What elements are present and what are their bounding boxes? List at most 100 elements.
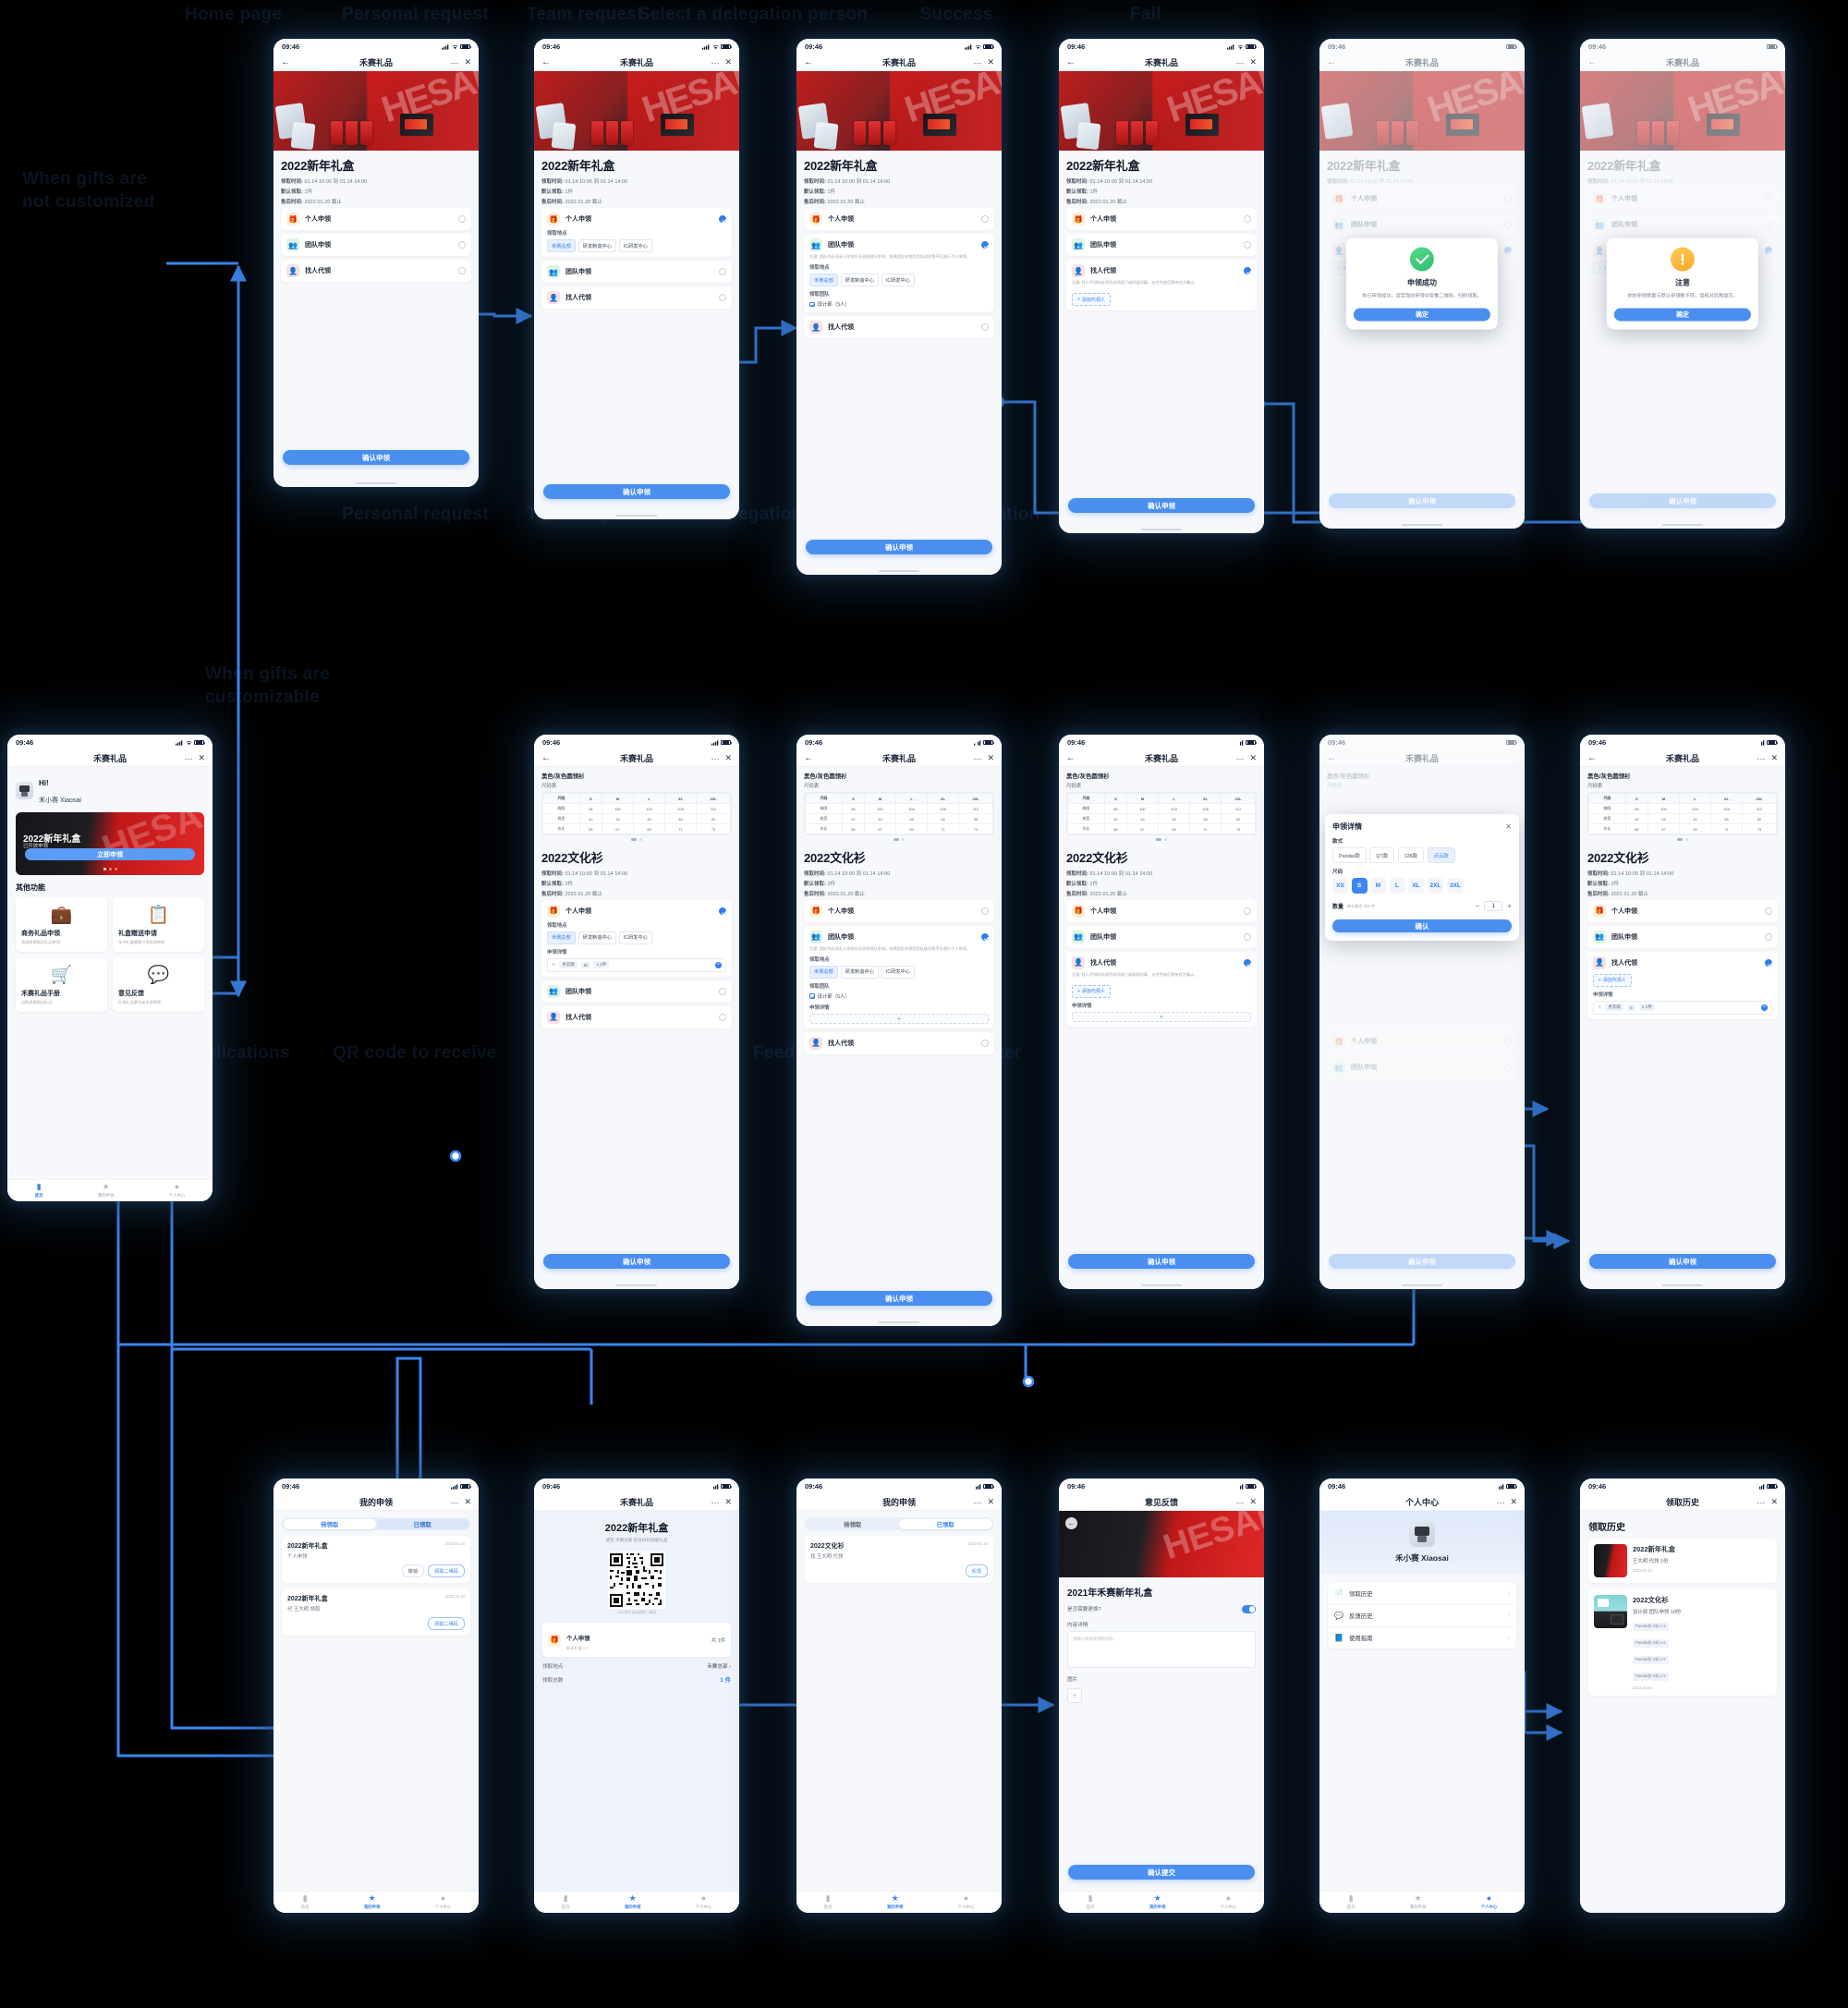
back-arrow-icon[interactable]: ← — [1327, 753, 1336, 763]
pickup-chip-rd[interactable]: 研发制造中心 — [840, 274, 879, 287]
feedback-textarea[interactable]: 请输入你想反馈的内容... — [1067, 1630, 1256, 1668]
more-icon[interactable]: ··· — [1235, 57, 1245, 67]
info-value[interactable]: 禾赛总部 › — [707, 1664, 731, 1671]
menu-item-claim-history[interactable]: 📄 领取历史 › — [1328, 1583, 1516, 1605]
option-proxy[interactable]: 👤 找人代领 注意: 找人代领时必须为非同部门或同组同事，支付完成后等待对方确认… — [1066, 951, 1257, 1027]
radio-proxy[interactable] — [719, 1013, 726, 1021]
radio-team[interactable] — [1244, 932, 1251, 941]
function-card-business-gift[interactable]: 💼 商务礼品申领 其他禾赛周边礼品申领 — [16, 897, 107, 952]
option-personal[interactable]: 🎁 个人申领 — [281, 208, 471, 230]
replace-toggle[interactable] — [1242, 1605, 1256, 1613]
radio-proxy[interactable] — [981, 323, 989, 332]
option-personal[interactable]: 🎁 个人申领 — [804, 899, 994, 922]
confirm-claim-button[interactable]: 确认申领 — [543, 484, 730, 499]
style-chip-pointcloud[interactable]: 点云款 — [1427, 847, 1455, 863]
style-chip-qt[interactable]: QT款 — [1369, 847, 1395, 863]
tab-my-applications[interactable]: ★我的申领 — [1409, 1893, 1427, 1909]
decrement-button[interactable]: − — [1475, 902, 1480, 910]
function-card-catalog[interactable]: 🛒 禾赛礼品手册 自购禾赛周边礼品 — [16, 957, 107, 1012]
close-icon[interactable]: ✕ — [198, 753, 205, 762]
option-personal[interactable]: 🎁 个人申领 — [1587, 899, 1778, 922]
back-arrow-icon[interactable]: ← — [804, 57, 813, 67]
option-team[interactable]: 👥 团队申领 — [1066, 925, 1257, 948]
size-xl[interactable]: XL — [1408, 878, 1424, 894]
pickup-chip-ic[interactable]: IC研发中心 — [881, 965, 915, 979]
add-detail-button[interactable]: + — [1072, 1011, 1251, 1022]
add-delegate-button[interactable]: + 添加代领人 — [1072, 984, 1111, 998]
option-personal[interactable]: 🎁 个人申领 领取地点 禾赛总部 研发制造中心 IC研发中心 — [541, 208, 732, 257]
confirm-claim-button[interactable]: 确认申领 — [1589, 1254, 1776, 1269]
tab-profile[interactable]: ●个人中心 — [957, 1893, 975, 1909]
remove-spec-icon[interactable]: × — [1761, 1004, 1768, 1011]
more-icon[interactable]: ··· — [711, 1497, 720, 1507]
tab-my-applications[interactable]: ★我的申领 — [886, 1893, 904, 1909]
more-icon[interactable]: ··· — [184, 753, 193, 763]
add-delegate-button[interactable]: + 添加代领人 — [1072, 293, 1111, 307]
sheet-confirm-button[interactable]: 确认 — [1332, 919, 1512, 932]
close-icon[interactable]: ✕ — [1249, 57, 1257, 67]
radio-personal[interactable] — [1765, 907, 1772, 915]
confirm-claim-button[interactable]: 确认申领 — [1068, 1254, 1255, 1269]
tab-my-applications[interactable]: ★我的申领 — [363, 1893, 381, 1909]
back-arrow-icon[interactable]: ← — [541, 57, 551, 67]
more-icon[interactable]: ··· — [450, 57, 459, 67]
radio-personal[interactable] — [1244, 907, 1251, 915]
tab-home[interactable]: ▮首页 — [561, 1893, 570, 1909]
radio-personal[interactable] — [1244, 215, 1251, 223]
cancel-button[interactable]: 撤销 — [401, 1564, 425, 1577]
back-arrow-icon[interactable]: ← — [541, 753, 551, 763]
confirm-claim-button[interactable]: 确认申领 — [283, 450, 469, 465]
style-chip-pandar[interactable]: Pandar款 — [1332, 847, 1367, 863]
spec-row[interactable]: + 点云款 S x 1件 × — [1593, 1000, 1772, 1015]
option-proxy[interactable]: 👤 找人代领 注意: 找人代领时必须为非同部门或同组同事，支付完成后等待对方确认… — [1066, 260, 1257, 311]
more-icon[interactable]: ··· — [450, 1497, 459, 1507]
tab-my-applications[interactable]: ★我的申领 — [624, 1893, 641, 1909]
qr-code-button[interactable]: 领取二维码 — [428, 1617, 465, 1630]
confirm-claim-button[interactable]: 确认申领 — [1589, 493, 1776, 508]
close-icon[interactable]: ✕ — [724, 1497, 732, 1506]
function-card-feedback[interactable]: 💬 意见反馈 反馈礼品意见或申请更换 — [113, 957, 204, 1012]
size-m[interactable]: M — [1370, 878, 1386, 894]
more-icon[interactable]: ··· — [711, 57, 720, 67]
tab-pending[interactable]: 待领取 — [283, 1518, 376, 1529]
more-icon[interactable]: ··· — [711, 753, 720, 763]
radio-team[interactable] — [719, 268, 726, 275]
radio-proxy-selected[interactable] — [1244, 958, 1251, 967]
tab-received[interactable]: 已领取 — [376, 1518, 469, 1529]
radio-personal[interactable] — [981, 907, 989, 915]
close-icon[interactable]: ✕ — [724, 753, 732, 762]
more-icon[interactable]: ··· — [1235, 1497, 1245, 1507]
add-delegate-button[interactable]: + 添加代领人 — [1593, 973, 1632, 987]
style-chip-128[interactable]: 128款 — [1397, 847, 1425, 863]
size-l[interactable]: L — [1389, 878, 1405, 894]
option-personal[interactable]: 🎁 个人申领 领取地点 禾赛总部 研发制造中心 IC研发中心 申领详情 + 点云… — [541, 899, 732, 977]
confirm-claim-button[interactable]: 确认申领 — [1329, 493, 1515, 508]
close-icon[interactable]: ✕ — [1249, 1497, 1257, 1506]
upload-image-button[interactable]: + — [1067, 1687, 1082, 1703]
close-icon[interactable]: ✕ — [724, 57, 732, 67]
list-item[interactable]: 2022新年礼盒 王大明 代领 1份 2022.01.14 — [1588, 1539, 1777, 1583]
option-proxy[interactable]: 👤 找人代领 — [281, 260, 471, 282]
promo-banner[interactable]: HESAI 2022新年礼盒 已开放申领 立即申领 — [16, 812, 204, 875]
option-personal[interactable]: 🎁 个人申领 — [804, 208, 994, 230]
option-team[interactable]: 👥 团队申领 — [541, 980, 732, 1003]
function-card-gift-request[interactable]: 📋 礼盒赠送申请 年节礼盒赠客户供应商审批 — [113, 897, 204, 952]
close-icon[interactable]: ✕ — [464, 57, 471, 67]
option-personal[interactable]: 🎁 个人申领 — [1066, 208, 1257, 230]
plus-icon[interactable]: + — [1598, 1004, 1602, 1011]
increment-button[interactable]: + — [1507, 902, 1512, 910]
size-2xl[interactable]: 2XL — [1427, 878, 1444, 894]
back-arrow-icon[interactable]: ← — [804, 753, 813, 763]
tab-profile[interactable]: ●个人中心 — [1480, 1893, 1498, 1909]
back-arrow-icon[interactable]: ← — [1065, 1517, 1077, 1529]
close-icon[interactable]: ✕ — [464, 1497, 471, 1506]
option-team[interactable]: 👥 团队申领 — [541, 261, 732, 283]
more-icon[interactable]: ··· — [1235, 753, 1245, 763]
size-3xl[interactable]: 3XL — [1446, 878, 1464, 894]
radio-team[interactable] — [1765, 932, 1772, 941]
more-icon[interactable]: ··· — [973, 57, 982, 67]
back-arrow-icon[interactable]: ← — [1587, 753, 1597, 763]
team-checkbox-row[interactable]: 设计部（5人） — [809, 300, 989, 308]
confirm-claim-button[interactable]: 确认申领 — [806, 1291, 992, 1306]
size-s[interactable]: S — [1351, 878, 1368, 894]
